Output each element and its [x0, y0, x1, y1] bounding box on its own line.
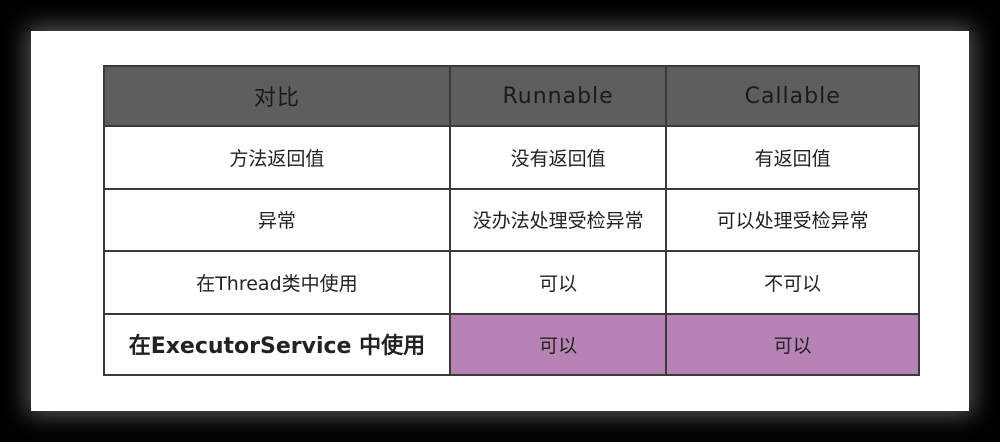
cell-runnable: 没有返回值 — [448, 125, 668, 190]
cell-callable: 有返回值 — [665, 125, 920, 190]
table-row: 方法返回值 没有返回值 有返回值 — [103, 125, 920, 190]
row-label-return-value: 方法返回值 — [103, 125, 451, 190]
row-label-thread: 在Thread类中使用 — [103, 250, 451, 315]
cell-callable: 不可以 — [665, 250, 920, 315]
header-cell-runnable: Runnable — [448, 64, 668, 128]
cell-callable-highlighted: 可以 — [665, 312, 920, 377]
row-label-exception: 异常 — [103, 187, 451, 253]
comparison-table: 对比 Runnable Callable 方法返回值 没有返回值 有返回值 异常… — [103, 64, 920, 377]
header-cell-callable: Callable — [665, 64, 920, 128]
table-row: 在ExecutorService 中使用 可以 可以 — [103, 312, 920, 377]
cell-runnable: 没办法处理受检异常 — [448, 187, 668, 253]
row-label-executor-service: 在ExecutorService 中使用 — [103, 312, 451, 377]
table-row: 异常 没办法处理受检异常 可以处理受检异常 — [103, 187, 920, 253]
cell-runnable-highlighted: 可以 — [448, 312, 668, 377]
cell-callable: 可以处理受检异常 — [665, 187, 920, 253]
table-row: 在Thread类中使用 可以 不可以 — [103, 250, 920, 315]
cell-runnable: 可以 — [448, 250, 668, 315]
table-header-row: 对比 Runnable Callable — [103, 64, 920, 128]
header-cell-compare: 对比 — [103, 64, 451, 128]
